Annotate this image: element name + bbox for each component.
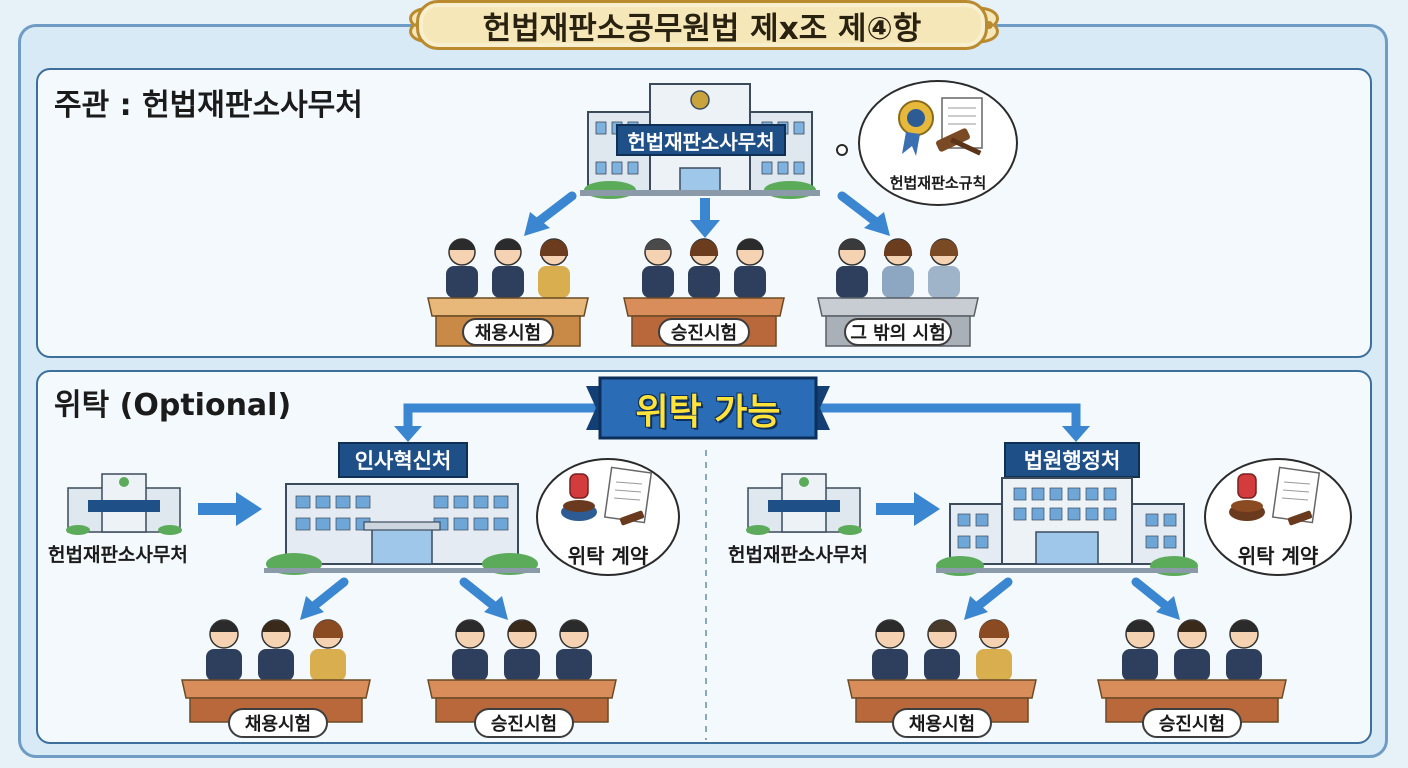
- page-title: 헌법재판소공무원법 제x조 제④항: [416, 0, 988, 50]
- exam-plaque: 승진시험: [658, 318, 750, 346]
- ribbon-banner: [586, 376, 830, 440]
- source-office-caption: 헌법재판소사무처: [728, 544, 868, 566]
- agency-label: 인사혁신처: [338, 442, 468, 478]
- source-office-caption: 헌법재판소사무처: [48, 544, 188, 566]
- contract-label: 위탁 계약: [1237, 544, 1319, 568]
- contract-label: 위탁 계약: [567, 544, 649, 568]
- exam-plaque: 채용시험: [892, 708, 992, 738]
- top-section-label: 주관 : 헌법재판소사무처: [54, 88, 363, 123]
- contract-bubble: 위탁 계약: [536, 458, 680, 576]
- arrow-icon: [1131, 577, 1180, 620]
- top-building-label: 헌법재판소사무처: [616, 124, 786, 156]
- exam-plaque: 채용시험: [228, 708, 328, 738]
- arrow-icon: [198, 492, 262, 526]
- arrow-icon: [300, 577, 349, 620]
- exam-group-illustration: [181, 619, 371, 723]
- arrow-icon: [459, 577, 508, 620]
- stamp-document-icon: [1229, 466, 1321, 526]
- arrow-icon: [876, 492, 940, 526]
- agency-building-icon: [936, 477, 1198, 576]
- thought-dots: [836, 144, 848, 156]
- arrow-icon: [964, 577, 1013, 620]
- exam-plaque: 그 밖의 시험: [844, 318, 952, 346]
- medal-gavel-icon: [898, 97, 983, 156]
- exam-plaque: 승진시험: [1142, 708, 1242, 738]
- agency-label: 법원행정처: [1004, 442, 1140, 478]
- regulation-label: 헌법재판소규칙: [889, 174, 987, 192]
- small-court-building-icon: [746, 473, 862, 535]
- agency-building-icon: [264, 483, 540, 575]
- small-court-building-icon: [66, 473, 182, 535]
- exam-plaque: 승진시험: [474, 708, 574, 738]
- delegation-possible-ribbon: 위탁 가능: [635, 392, 781, 433]
- arrow-icon: [837, 191, 890, 236]
- regulation-bubble: 헌법재판소규칙: [858, 80, 1018, 206]
- divider: [705, 450, 707, 740]
- arrow-icon: [524, 191, 577, 236]
- contract-bubble: 위탁 계약: [1204, 458, 1352, 576]
- arrow-icon: [690, 198, 720, 238]
- exam-plaque: 채용시험: [462, 318, 554, 346]
- bottom-section-label: 위탁 (Optional): [54, 388, 292, 423]
- branch-arrows: [394, 403, 1090, 442]
- exam-group-illustration: [427, 238, 589, 347]
- exam-group-illustration: [623, 238, 785, 347]
- stamp-document-icon: [561, 466, 653, 526]
